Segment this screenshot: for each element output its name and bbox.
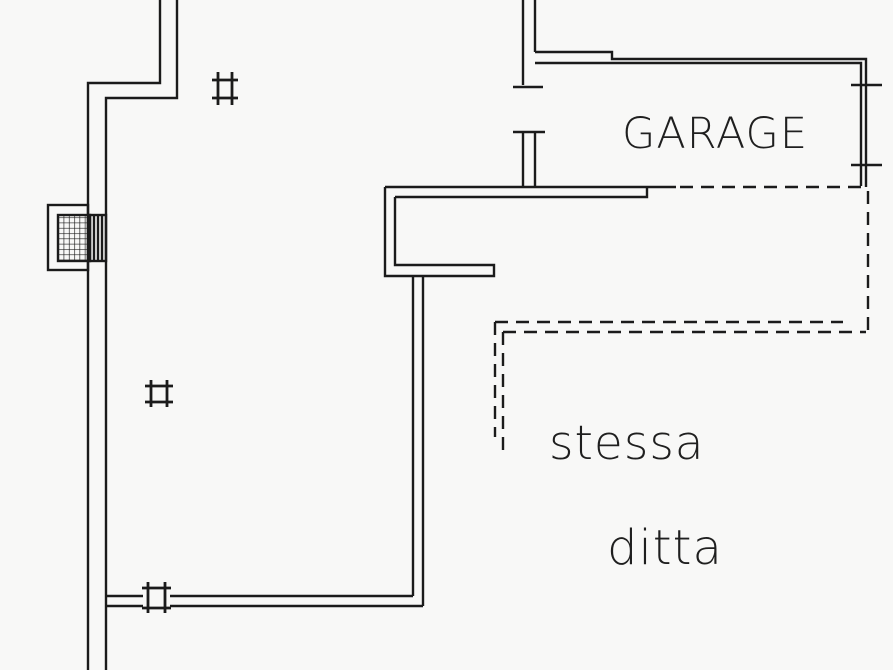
bottom-interior-wall: [106, 594, 423, 608]
garage-top-right-wall: [535, 50, 868, 187]
small-room-wall: [383, 187, 496, 278]
door-opening-marker-middle: [145, 380, 173, 407]
left-exterior-wall: [86, 0, 179, 670]
central-vertical-wall: [411, 276, 425, 606]
door-opening-marker-bottom: [142, 582, 171, 613]
window-hatch-symbol: [46, 203, 108, 272]
dashed-projection-outline: [493, 185, 870, 455]
garage-room-label: GARAGE: [622, 109, 809, 159]
door-opening-marker-top: [212, 72, 238, 105]
door-jamb-tick: [851, 83, 882, 167]
ditta-annotation-label: ditta: [607, 520, 723, 576]
long-horizontal-wall: [385, 185, 676, 199]
garage-left-wall: [521, 0, 537, 188]
stessa-annotation-label: stessa: [549, 416, 705, 471]
door-jamb-tick: [513, 85, 545, 134]
